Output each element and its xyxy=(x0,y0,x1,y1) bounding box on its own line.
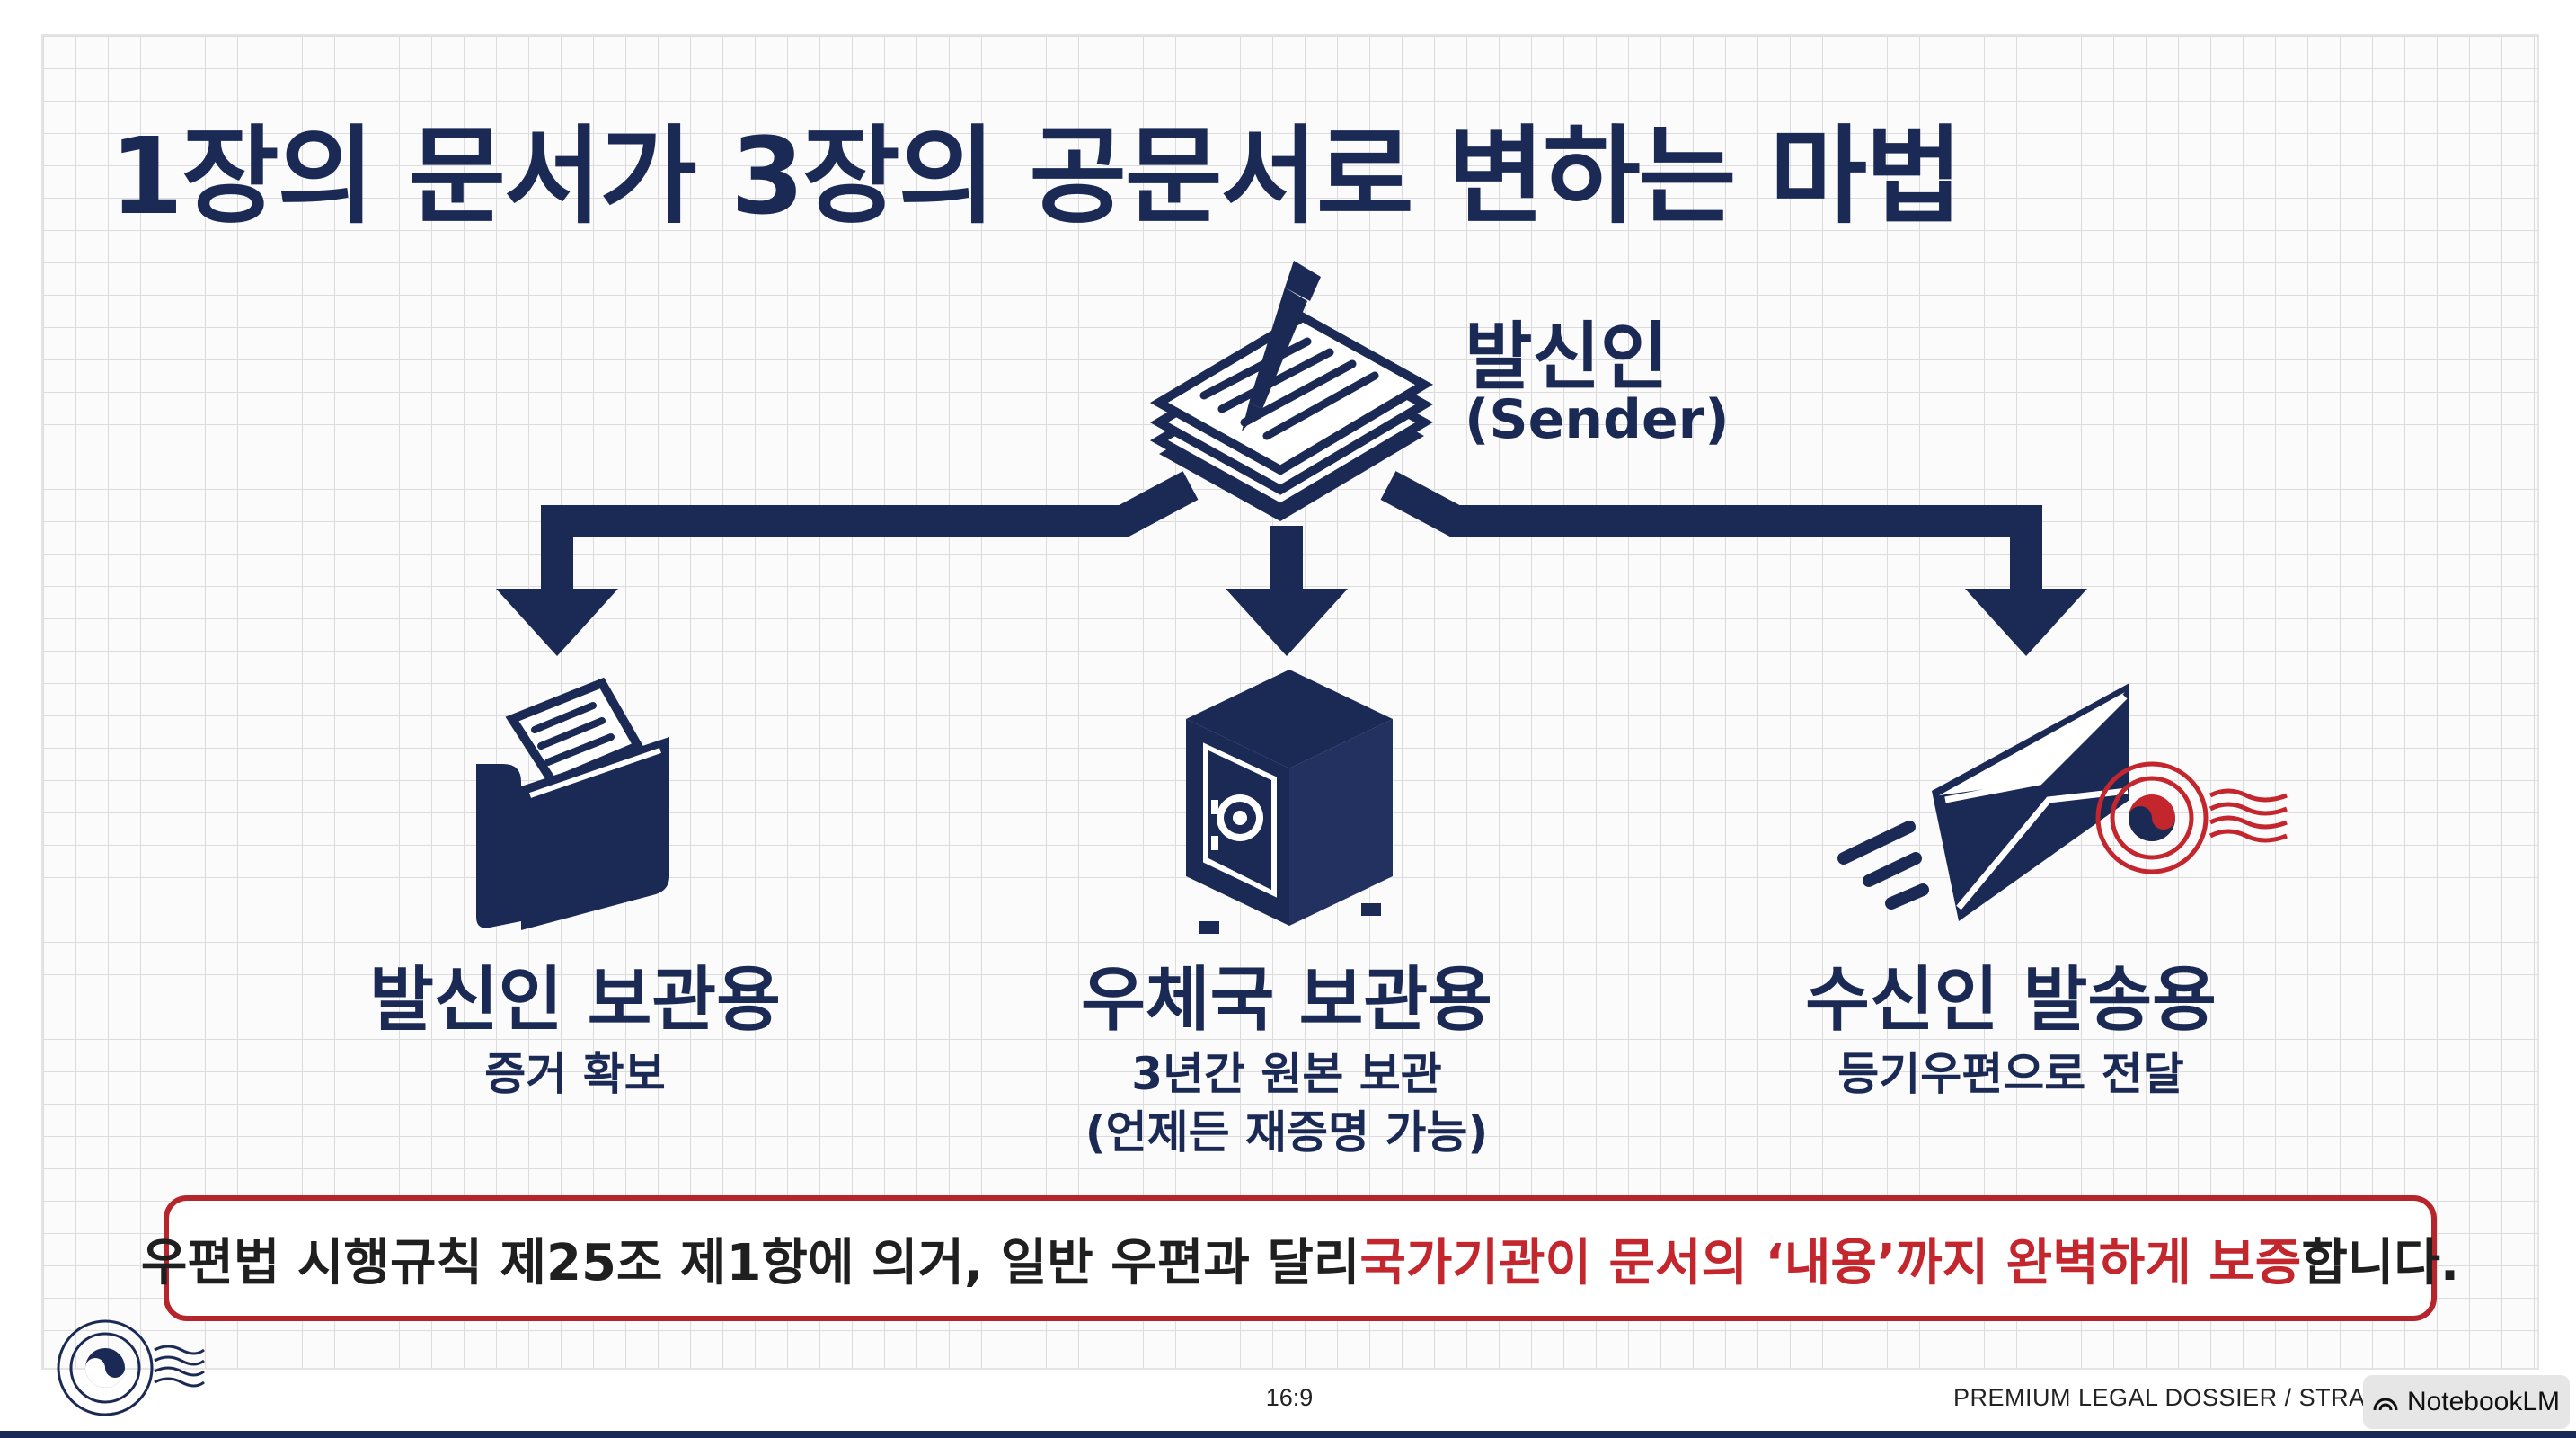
legal-notice-box: 우편법 시행규칙 제25조 제1항에 의거, 일반 우편과 달리 국가기관이 문… xyxy=(141,1195,2459,1321)
column-subtitle-sender-copy: 증거 확보 xyxy=(484,1048,666,1100)
slide-title: 1장의 문서가 3장의 공문서로 변하는 마법 xyxy=(110,114,1963,238)
column-title-postoffice-copy: 우체국 보관용 xyxy=(1081,960,1492,1041)
envelope-stamp-icon xyxy=(1837,683,2288,921)
notice-text-highlight: 국가기관이 문서의 ‘내용’까지 완벽하게 보증 xyxy=(1359,1233,2302,1292)
notebooklm-label: NotebookLM xyxy=(2406,1387,2561,1416)
column-title-sender-copy: 발신인 보관용 xyxy=(369,960,781,1041)
arrow-head-right xyxy=(1965,589,2087,656)
sender-name: 발신인 xyxy=(1465,315,1669,400)
column-subtitle2-postoffice-copy: (언제든 재증명 가능) xyxy=(1084,1106,1489,1158)
notice-text-before: 우편법 시행규칙 제25조 제1항에 의거, 일반 우편과 달리 xyxy=(140,1233,1360,1292)
sender-english: (Sender) xyxy=(1465,388,1730,451)
column-subtitle-postoffice-copy: 3년간 원본 보관 xyxy=(1131,1048,1442,1100)
postmark-stamp xyxy=(2095,761,2288,874)
footer-document-label: PREMIUM LEGAL DOSSIER / STRATEGI xyxy=(1953,1384,2422,1411)
aspect-ratio-label: 16:9 xyxy=(1265,1384,1314,1411)
notebooklm-logo-icon xyxy=(2373,1398,2398,1411)
government-seal-icon xyxy=(57,1319,205,1416)
column-subtitle-recipient-copy: 등기우편으로 전달 xyxy=(1837,1048,2184,1100)
arrow-head-center xyxy=(1226,589,1348,656)
document-pen-icon xyxy=(1149,261,1434,521)
notice-text-after: 합니다. xyxy=(2301,1233,2460,1292)
bottom-bar xyxy=(0,1431,2576,1438)
safe-icon xyxy=(1186,670,1393,934)
arrow-head-left xyxy=(496,589,618,656)
notebooklm-badge: NotebookLM xyxy=(2363,1375,2570,1429)
folder-document-icon xyxy=(476,677,669,930)
column-title-recipient-copy: 수신인 발송용 xyxy=(1805,960,2217,1041)
